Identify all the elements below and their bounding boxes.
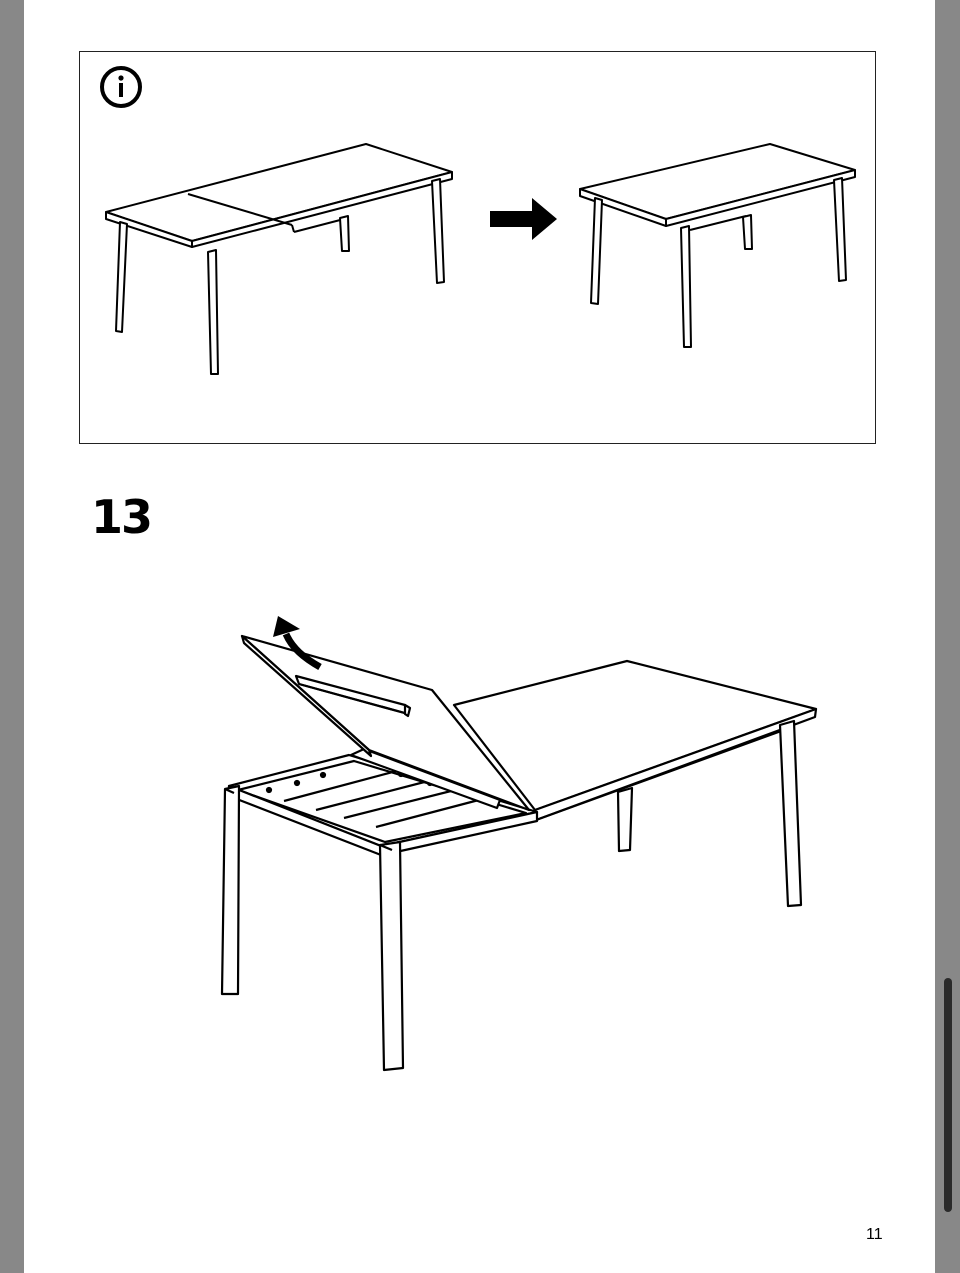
table-leg bbox=[220, 784, 241, 996]
scrollbar-thumb[interactable] bbox=[944, 978, 952, 1212]
lift-arrow-icon bbox=[273, 616, 322, 671]
step-number: 13 bbox=[91, 490, 153, 544]
page-number: 11 bbox=[866, 1226, 883, 1243]
lift-extension-leaf bbox=[220, 634, 818, 1072]
extension-leaf bbox=[240, 634, 531, 812]
extended-table bbox=[105, 143, 453, 375]
info-panel bbox=[79, 51, 876, 444]
table-leg bbox=[778, 719, 803, 908]
info-panel-drawing bbox=[100, 66, 856, 375]
table-top bbox=[452, 659, 818, 812]
manual-page: 13 bbox=[24, 0, 935, 1273]
arrow-right-icon bbox=[490, 198, 557, 240]
table-leg bbox=[616, 786, 634, 853]
table-frame bbox=[227, 753, 539, 848]
closed-table bbox=[579, 143, 856, 348]
info-icon bbox=[100, 66, 142, 108]
table-leg bbox=[378, 840, 405, 1072]
